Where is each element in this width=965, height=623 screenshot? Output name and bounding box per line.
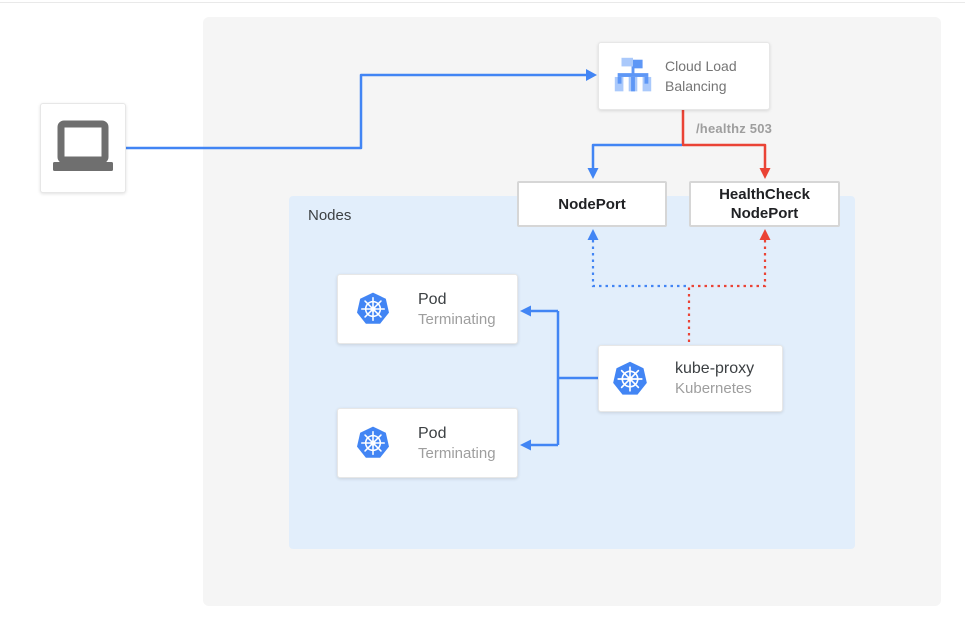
pod-2-title: Pod xyxy=(418,424,447,442)
cloud-load-balancing-node: Cloud Load Balancing xyxy=(598,42,770,110)
clb-label-line1: Cloud Load xyxy=(665,58,737,74)
kube-proxy-subtitle: Kubernetes xyxy=(675,380,752,397)
clb-label-line2: Balancing xyxy=(665,78,727,94)
top-divider xyxy=(0,2,965,3)
nodes-panel-label: Nodes xyxy=(308,207,352,224)
laptop-icon xyxy=(53,120,113,171)
kubernetes-icon xyxy=(357,426,389,458)
pod-2-status: Terminating xyxy=(418,444,496,462)
kube-proxy-node: kube-proxy Kubernetes xyxy=(598,345,783,412)
healthcheck-nodeport-node: HealthCheck NodePort xyxy=(689,181,840,227)
kubernetes-icon xyxy=(613,361,647,395)
healthcheck-label-line2: NodePort xyxy=(730,205,799,222)
pod-node-2: Pod Terminating xyxy=(337,408,518,478)
nodeport-label: NodePort xyxy=(558,195,626,213)
kubernetes-icon xyxy=(357,292,389,324)
pod-1-status: Terminating xyxy=(418,310,496,328)
kube-proxy-title: kube-proxy xyxy=(675,360,755,377)
pod-1-title: Pod xyxy=(418,290,447,308)
cloud-load-balancing-label: Cloud Load Balancing xyxy=(665,56,737,96)
cloud-load-balancing-icon xyxy=(614,57,652,92)
client-node xyxy=(40,103,126,193)
nodeport-node: NodePort xyxy=(517,181,667,227)
healthz-status-label: /healthz 503 xyxy=(696,121,773,136)
healthcheck-label-line1: HealthCheck xyxy=(719,186,810,203)
pod-node-1: Pod Terminating xyxy=(337,274,518,344)
